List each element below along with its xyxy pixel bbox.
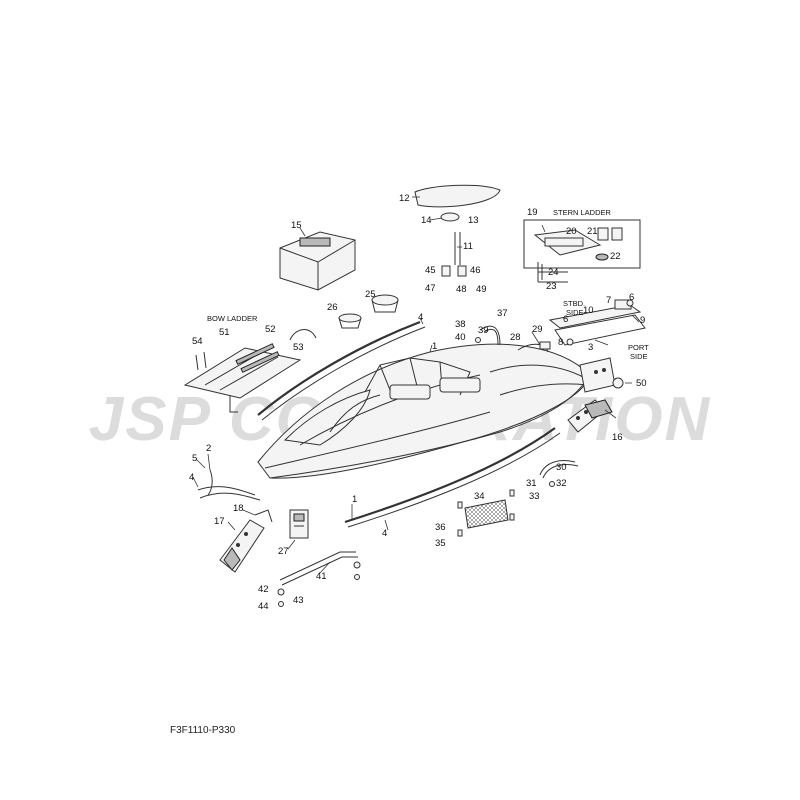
callout-10: 10 bbox=[583, 305, 594, 316]
callout-5: 5 bbox=[192, 453, 197, 464]
table-assembly bbox=[414, 184, 501, 277]
callout-51: 51 bbox=[219, 327, 230, 338]
callout-50: 50 bbox=[636, 378, 647, 389]
storage-box-27 bbox=[289, 509, 309, 539]
stern-plate bbox=[579, 357, 624, 393]
callout-43: 43 bbox=[293, 595, 304, 606]
callout-47: 47 bbox=[425, 283, 436, 294]
callout-52: 52 bbox=[265, 324, 276, 335]
callout-26: 26 bbox=[327, 302, 338, 313]
callout-54: 54 bbox=[192, 336, 203, 347]
callout-37: 37 bbox=[497, 308, 508, 319]
grab-handle-30 bbox=[539, 460, 579, 487]
callout-11: 11 bbox=[463, 241, 473, 252]
callout-12: 12 bbox=[399, 193, 410, 204]
callout-34: 34 bbox=[474, 491, 485, 502]
rub-rails bbox=[257, 320, 561, 528]
callout-38: 38 bbox=[455, 319, 466, 330]
callout-41: 41 bbox=[316, 571, 327, 582]
latch-assembly bbox=[517, 341, 551, 353]
cleat-plate-bow bbox=[219, 509, 273, 573]
callout-18: 18 bbox=[233, 503, 244, 514]
callout-39: 39 bbox=[478, 325, 489, 336]
cooler bbox=[279, 231, 356, 291]
callout-28: 28 bbox=[510, 332, 521, 343]
callout-49: 49 bbox=[476, 284, 487, 295]
cleat-plate-stern bbox=[567, 399, 613, 433]
grab-handle-37 bbox=[475, 325, 501, 346]
callout-23: 23 bbox=[546, 281, 557, 292]
callout-44: 44 bbox=[258, 601, 269, 612]
callout-22: 22 bbox=[610, 251, 621, 262]
port-side-label-1: PORT bbox=[628, 343, 649, 352]
bow-ladder-label: BOW LADDER bbox=[207, 314, 258, 323]
stbd-side-label-1: STBD. bbox=[563, 299, 585, 308]
callout-6b: 6 bbox=[563, 314, 568, 325]
cargo-net bbox=[457, 489, 515, 537]
stern-ladder-label: STERN LADDER bbox=[553, 208, 612, 217]
callout-32: 32 bbox=[556, 478, 567, 489]
callout-48: 48 bbox=[456, 284, 467, 295]
leader-lines bbox=[192, 196, 640, 574]
group-labels: STERN LADDER BOW LADDER STBD. SIDE PORT … bbox=[207, 208, 649, 361]
callout-1a: 1 bbox=[432, 341, 437, 352]
callout-35: 35 bbox=[435, 538, 446, 549]
callout-16: 16 bbox=[612, 432, 623, 443]
stern-rail bbox=[548, 299, 646, 346]
drawing-code: F3F1110-P330 bbox=[170, 725, 236, 736]
callout-7: 7 bbox=[606, 295, 611, 306]
callout-46: 46 bbox=[470, 265, 481, 276]
callout-40: 40 bbox=[455, 332, 466, 343]
bow-rail-strips bbox=[197, 469, 261, 501]
callout-30: 30 bbox=[556, 462, 567, 473]
callout-13: 13 bbox=[468, 215, 479, 226]
callout-25: 25 bbox=[365, 289, 376, 300]
callout-4c: 4 bbox=[382, 528, 387, 539]
callout-2: 2 bbox=[206, 443, 211, 454]
callout-4a: 4 bbox=[418, 312, 423, 323]
callout-20: 20 bbox=[566, 226, 577, 237]
callout-29: 29 bbox=[532, 324, 543, 335]
callout-8: 8 bbox=[558, 337, 563, 348]
callouts: 1 1 2 3 4 4 4 5 6 6 7 8 9 10 11 12 13 14… bbox=[189, 193, 647, 612]
callout-9: 9 bbox=[640, 315, 645, 326]
port-side-label-2: SIDE bbox=[630, 352, 648, 361]
callout-45: 45 bbox=[425, 265, 436, 276]
callout-53: 53 bbox=[293, 342, 304, 353]
callout-27: 27 bbox=[278, 546, 289, 557]
boat-hull bbox=[257, 343, 591, 479]
bow-ladder bbox=[183, 329, 317, 413]
callout-14: 14 bbox=[421, 215, 432, 226]
callout-21: 21 bbox=[587, 226, 598, 237]
stbd-side-label-2: SIDE bbox=[566, 308, 584, 317]
callout-6a: 6 bbox=[629, 292, 634, 303]
callout-4b: 4 bbox=[189, 472, 194, 483]
callout-3: 3 bbox=[588, 342, 593, 353]
callout-31: 31 bbox=[526, 478, 537, 489]
grab-rail-41 bbox=[277, 551, 361, 607]
callout-42: 42 bbox=[258, 584, 269, 595]
callout-36: 36 bbox=[435, 522, 446, 533]
callout-1b: 1 bbox=[352, 494, 357, 505]
callout-33: 33 bbox=[529, 491, 540, 502]
callout-19: 19 bbox=[527, 207, 538, 218]
callout-17: 17 bbox=[214, 516, 225, 527]
callout-15: 15 bbox=[291, 220, 302, 231]
cup-holders bbox=[338, 294, 399, 329]
stern-ladder-box bbox=[523, 219, 641, 283]
callout-24: 24 bbox=[548, 267, 559, 278]
